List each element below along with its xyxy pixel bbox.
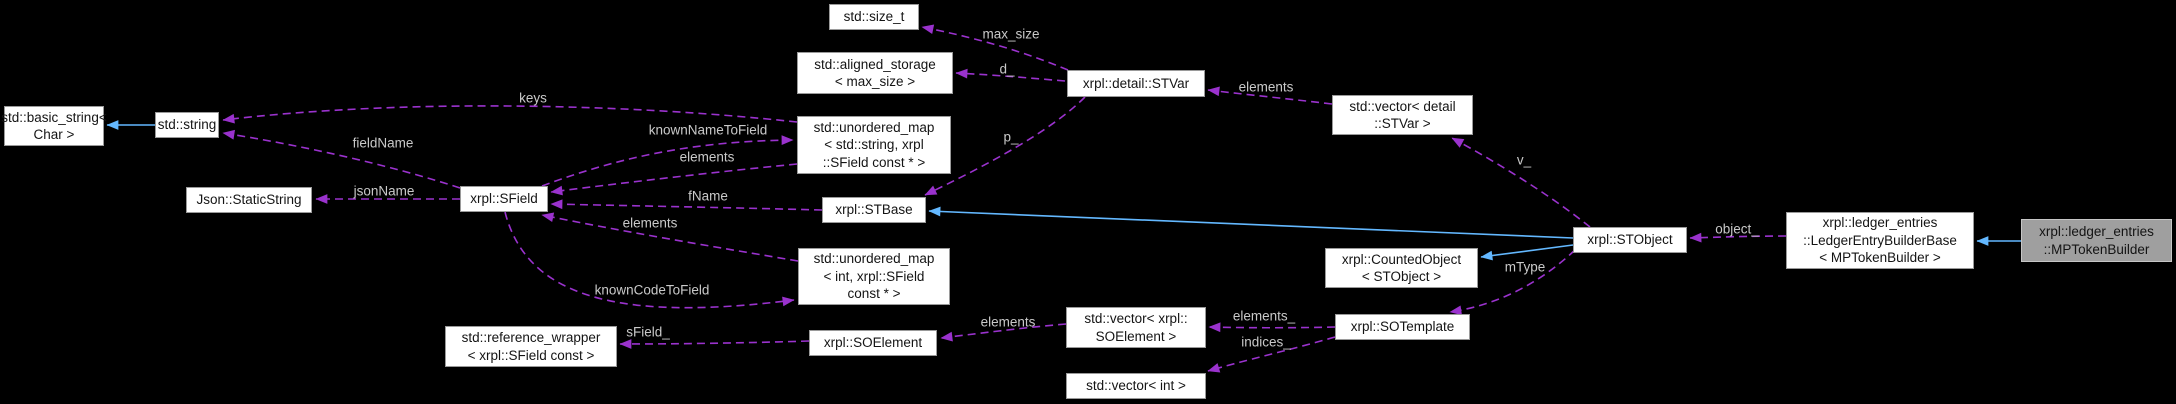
node-xrpl-stbase[interactable]: xrpl::STBase [822, 197, 926, 223]
edge-p [924, 96, 1086, 196]
node-std-unordered-map-int-line: std::unordered_map [813, 251, 935, 267]
node-std-size-t[interactable]: std::size_t [829, 4, 919, 30]
node-ledger-entry-builder-base-line: xrpl::ledger_entries [1822, 215, 1938, 231]
node-xrpl-sfield-line: xrpl::SField [470, 191, 538, 207]
node-std-aligned-storage-line: < max_size > [834, 74, 916, 89]
node-xrpl-stobject[interactable]: xrpl::STObject [1573, 227, 1687, 253]
edge-knownnametofield [541, 135, 794, 187]
node-std-string-line: std::string [157, 117, 217, 133]
node-std-size-t-line: std::size_t [843, 9, 905, 25]
node-std-basic-string-line: Char > [33, 127, 75, 142]
edge-elements-map-string [550, 163, 798, 196]
node-std-vector-int-line: std::vector< int > [1086, 378, 1186, 394]
node-std-vector-soelement-line: SOElement > [1095, 328, 1177, 344]
node-ledger-entry-builder-base-line: < MPTokenBuilder > [1819, 250, 1941, 266]
node-xrpl-detail-stvar-line: xrpl::detail::STVar [1082, 75, 1190, 91]
node-std-vector-soelement[interactable]: std::vector< xrpl::SOElement > [1066, 307, 1206, 348]
node-std-string[interactable]: std::string [155, 112, 219, 138]
node-std-unordered-map-int-line: const * > [847, 286, 901, 302]
node-std-basic-string[interactable]: std::basic_string<Char > [1, 106, 107, 146]
node-std-vector-int[interactable]: std::vector< int > [1066, 373, 1206, 399]
edge-object [1689, 232, 1787, 243]
node-xrpl-sfield[interactable]: xrpl::SField [460, 186, 548, 212]
node-std-vector-soelement-line: std::vector< xrpl:: [1084, 311, 1188, 326]
node-xrpl-countedobject-line: xrpl::CountedObject [1341, 251, 1462, 267]
node-mptoken-builder-line: ::MPTokenBuilder [2043, 241, 2150, 257]
node-json-staticstring[interactable]: Json::StaticString [186, 187, 312, 213]
node-std-aligned-storage-line: std::aligned_storage [814, 56, 936, 72]
edge-inherit-countedobject [1480, 244, 1574, 261]
node-mptoken-builder-line: xrpl::ledger_entries [2039, 224, 2154, 239]
node-xrpl-detail-stvar[interactable]: xrpl::detail::STVar [1067, 70, 1205, 97]
node-std-aligned-storage[interactable]: std::aligned_storage< max_size > [797, 52, 953, 94]
node-std-vector-stvar[interactable]: std::vector< detail::STVar > [1332, 95, 1473, 135]
node-xrpl-stbase-line: xrpl::STBase [835, 202, 913, 218]
node-xrpl-stobject-line: xrpl::STObject [1587, 232, 1673, 248]
edge-fieldname [222, 129, 461, 189]
edge-mtype [1449, 249, 1576, 316]
node-xrpl-countedobject-line: < STObject > [1361, 269, 1442, 284]
edge-fname [550, 199, 823, 211]
edge-elements-vec-soelement [940, 323, 1067, 342]
node-std-unordered-map-string[interactable]: std::unordered_map< std::string, xrpl::S… [797, 116, 951, 174]
node-std-reference-wrapper[interactable]: std::reference_wrapper< xrpl::SField con… [445, 326, 617, 367]
node-json-staticstring-line: Json::StaticString [196, 192, 302, 208]
node-std-unordered-map-int-line: < int, xrpl::SField [823, 268, 925, 284]
edge-inherit-stbase [928, 206, 1574, 239]
edge-v [1451, 137, 1591, 228]
node-xrpl-sotemplate[interactable]: xrpl::SOTemplate [1335, 314, 1470, 340]
node-ledger-entry-builder-base[interactable]: xrpl::ledger_entries::LedgerEntryBuilder… [1786, 212, 1974, 269]
edge-indices [1207, 336, 1336, 373]
edge-sfield-ref [619, 339, 810, 349]
edges-group [106, 24, 2021, 373]
node-std-basic-string-line: std::basic_string< [1, 109, 107, 125]
edge-max-size [921, 24, 1069, 71]
node-xrpl-soelement[interactable]: xrpl::SOElement [809, 330, 937, 356]
node-std-unordered-map-string-line: std::unordered_map [813, 119, 935, 135]
edge-keys [222, 105, 798, 124]
node-ledger-entry-builder-base-line: ::LedgerEntryBuilderBase [1803, 232, 1957, 248]
edge-d [955, 68, 1066, 82]
edge-elements-vec-stvar [1207, 86, 1333, 105]
edge-elements-sotemplate [1208, 322, 1336, 333]
node-std-vector-stvar-line: std::vector< detail [1349, 98, 1456, 114]
node-std-reference-wrapper-line: std::reference_wrapper [461, 330, 601, 345]
node-std-unordered-map-string-line: ::SField const * > [822, 154, 926, 170]
node-xrpl-sotemplate-line: xrpl::SOTemplate [1350, 319, 1455, 335]
node-xrpl-soelement-line: xrpl::SOElement [823, 335, 923, 351]
node-xrpl-countedobject[interactable]: xrpl::CountedObject< STObject > [1325, 248, 1478, 288]
node-std-vector-stvar-line: ::STVar > [1374, 116, 1431, 131]
node-std-reference-wrapper-line: < xrpl::SField const > [467, 347, 595, 363]
edge-knowncodetofield [504, 211, 795, 309]
node-mptoken-builder[interactable]: xrpl::ledger_entries::MPTokenBuilder [2021, 219, 2172, 262]
node-std-unordered-map-string-line: < std::string, xrpl [824, 137, 924, 153]
edge-elements-map-int [541, 212, 799, 262]
